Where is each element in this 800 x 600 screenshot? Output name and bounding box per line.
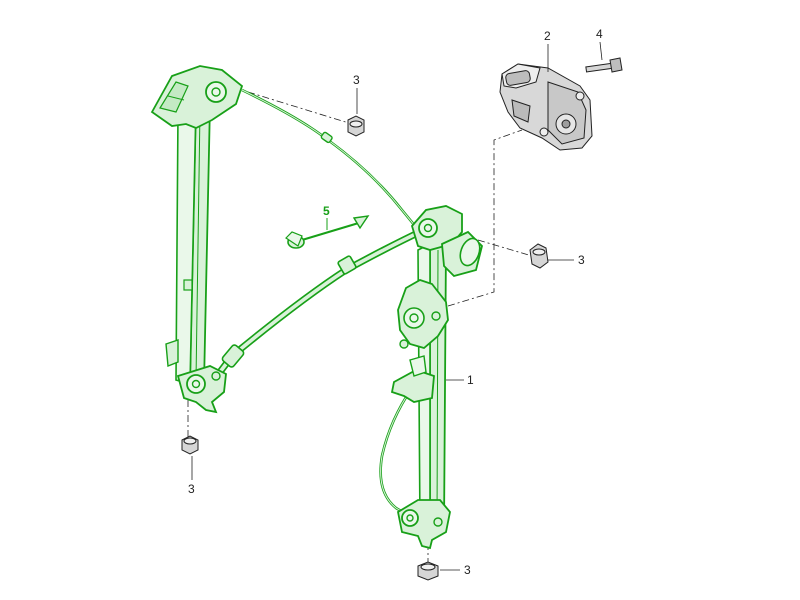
callout-part-3-bottom-left: 3 bbox=[188, 482, 195, 496]
nut-part-3-bottom-right bbox=[417, 561, 460, 581]
nut-part-3-right bbox=[529, 243, 574, 269]
left-regulator-assembly bbox=[150, 65, 428, 414]
window-motor-part-2 bbox=[499, 44, 593, 151]
exploded-view-lines bbox=[187, 91, 533, 566]
left-top-bracket bbox=[150, 65, 244, 129]
callout-part-3-bottom-right: 3 bbox=[464, 563, 471, 577]
callout-part-2: 2 bbox=[544, 29, 551, 43]
callout-part-1: 1 bbox=[467, 373, 474, 387]
callout-part-4: 4 bbox=[596, 27, 603, 41]
right-regulator-assembly bbox=[379, 205, 483, 550]
upper-cable bbox=[241, 88, 422, 233]
diagonal-conduit bbox=[210, 226, 428, 384]
callout-part-3-top: 3 bbox=[353, 73, 360, 87]
callout-part-3-right: 3 bbox=[578, 253, 585, 267]
nut-part-3-bottom-left bbox=[181, 435, 199, 480]
bolt-part-4 bbox=[585, 41, 623, 73]
cable-clip-part-5 bbox=[285, 215, 370, 249]
nut-part-3-top bbox=[347, 88, 365, 137]
callout-part-5: 5 bbox=[323, 204, 330, 218]
